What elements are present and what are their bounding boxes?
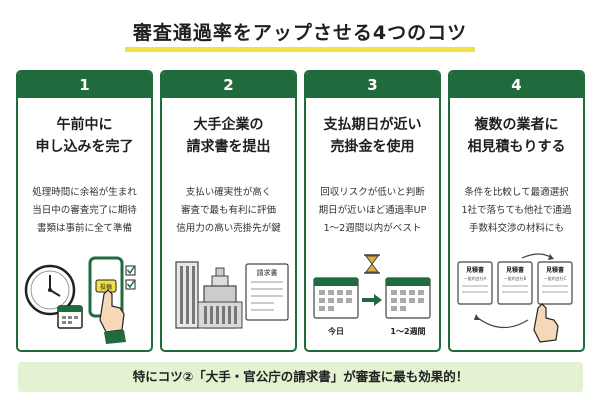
tip-title-line: 複数の業者に: [474, 117, 559, 133]
quote-document-a: 見積書 一般的会社A: [457, 261, 493, 305]
tip-desc-line: 条件を比較して最適選択: [464, 187, 569, 198]
quote-company: 一般的会社B: [504, 275, 527, 281]
tip-desc-line: 信用力の高い売掛先が鍵: [176, 223, 281, 234]
today-label: 今日: [327, 326, 344, 336]
quote-company: 一般的会社C: [544, 275, 567, 281]
tip-desc-line: 手数料交渉の材料にも: [468, 223, 564, 234]
tip-title: 支払期日が近い 売掛金を使用: [306, 114, 439, 158]
tip-desc-line: 1〜2週間以内がベスト: [323, 223, 422, 234]
tip-title-line: 大手企業の: [193, 117, 264, 133]
tip-card-3: 3 支払期日が近い 売掛金を使用 回収リスクが低いと判断 期日が近いほど通過率U…: [304, 70, 441, 352]
calendar-due-icon: [385, 277, 431, 319]
page-title: 審査通過率をアップさせる4つのコツ: [124, 18, 476, 52]
tip-desc-line: 期日が近いほど通過率UP: [318, 205, 427, 216]
tip-number: 4: [450, 72, 583, 98]
tip-card-4: 4 複数の業者に 相見積もりする 条件を比較して最適選択 1社で落ちても他社で通…: [448, 70, 585, 352]
tip-title-line: 申し込みを完了: [35, 139, 134, 155]
compare-arrows-icon: [474, 253, 554, 329]
quote-heading: 見積書: [465, 266, 484, 274]
arrow-right-icon: [362, 294, 382, 306]
tip-desc-line: 審査で最も有利に評価: [180, 205, 276, 216]
tip-number: 2: [162, 72, 295, 98]
clock-icon: [24, 264, 76, 316]
later-label: 1〜2週間: [390, 327, 425, 336]
tip-title-line: 支払期日が近い: [323, 117, 422, 133]
tip-title-line: 相見積もりする: [467, 139, 566, 155]
tip-desc-line: 処理時間に余裕が生まれ: [32, 187, 137, 198]
tip-desc-line: 書類は事前に全て準備: [36, 223, 132, 234]
tip-number: 1: [18, 72, 151, 98]
morning-illustration: 投稿: [24, 256, 136, 344]
tip-title-line: 売掛金を使用: [330, 139, 415, 155]
tip-desc-line: 1社で落ちても他社で通過: [461, 205, 572, 216]
tip-desc-line: 当日中の審査完了に期待: [32, 205, 137, 216]
hourglass-icon: [364, 254, 380, 274]
invoice-document-icon: 請求書: [245, 263, 289, 321]
bottom-banner: 特にコツ②「大手・官公庁の請求書」が審査に最も効果的！: [18, 362, 583, 392]
tip-card-1: 1 午前中に 申し込みを完了 処理時間に余裕が生まれ 当日中の審査完了に期待 書…: [16, 70, 153, 352]
tip-description: 処理時間に余裕が生まれ 当日中の審査完了に期待 書類は事前に全て準備: [18, 184, 151, 238]
due-date-illustration: 今日 1〜2週間: [313, 254, 431, 336]
tip-card-2: 2 大手企業の 請求書を提出 支払い確実性が高く 審査で最も有利に評価 信用力の…: [160, 70, 297, 352]
quote-document-c: 見積書 一般的会社C: [537, 261, 573, 305]
pointing-hand-icon: [533, 303, 559, 343]
quote-company: 一般的会社A: [464, 275, 487, 281]
skyscraper-icon: [175, 261, 199, 329]
checklist-icon: [125, 265, 136, 290]
tip-desc-line: 回収リスクが低いと判断: [320, 187, 425, 198]
calendar-today-icon: [313, 277, 359, 319]
enterprise-illustration: 請求書: [175, 261, 289, 329]
tip-description: 条件を比較して最適選択 1社で落ちても他社で通過 手数料交渉の材料にも: [450, 184, 583, 238]
government-building-icon: [197, 267, 243, 329]
tip-title-line: 請求書を提出: [186, 139, 271, 155]
quote-document-b: 見積書 一般的会社B: [497, 261, 533, 305]
quotes-illustration: 見積書 一般的会社A 見積書 一般的会社B 見積書 一般的会社C: [457, 253, 573, 343]
tip-number: 3: [306, 72, 439, 98]
tip-title: 複数の業者に 相見積もりする: [450, 114, 583, 158]
invoice-label: 請求書: [257, 268, 278, 277]
phone-button-label: 投稿: [100, 283, 112, 291]
tip-title: 午前中に 申し込みを完了: [18, 114, 151, 158]
tip-desc-line: 支払い確実性が高く: [185, 187, 272, 198]
quote-heading: 見積書: [505, 266, 524, 274]
tip-description: 回収リスクが低いと判断 期日が近いほど通過率UP 1〜2週間以内がベスト: [306, 184, 439, 238]
title-wrap: 審査通過率をアップさせる4つのコツ: [0, 18, 600, 52]
tip-title-line: 午前中に: [56, 117, 113, 133]
tip-description: 支払い確実性が高く 審査で最も有利に評価 信用力の高い売掛先が鍵: [162, 184, 295, 238]
pointing-hand-icon: [99, 289, 126, 344]
quote-heading: 見積書: [545, 266, 564, 274]
tip-title: 大手企業の 請求書を提出: [162, 114, 295, 158]
calendar-icon: [57, 305, 83, 329]
